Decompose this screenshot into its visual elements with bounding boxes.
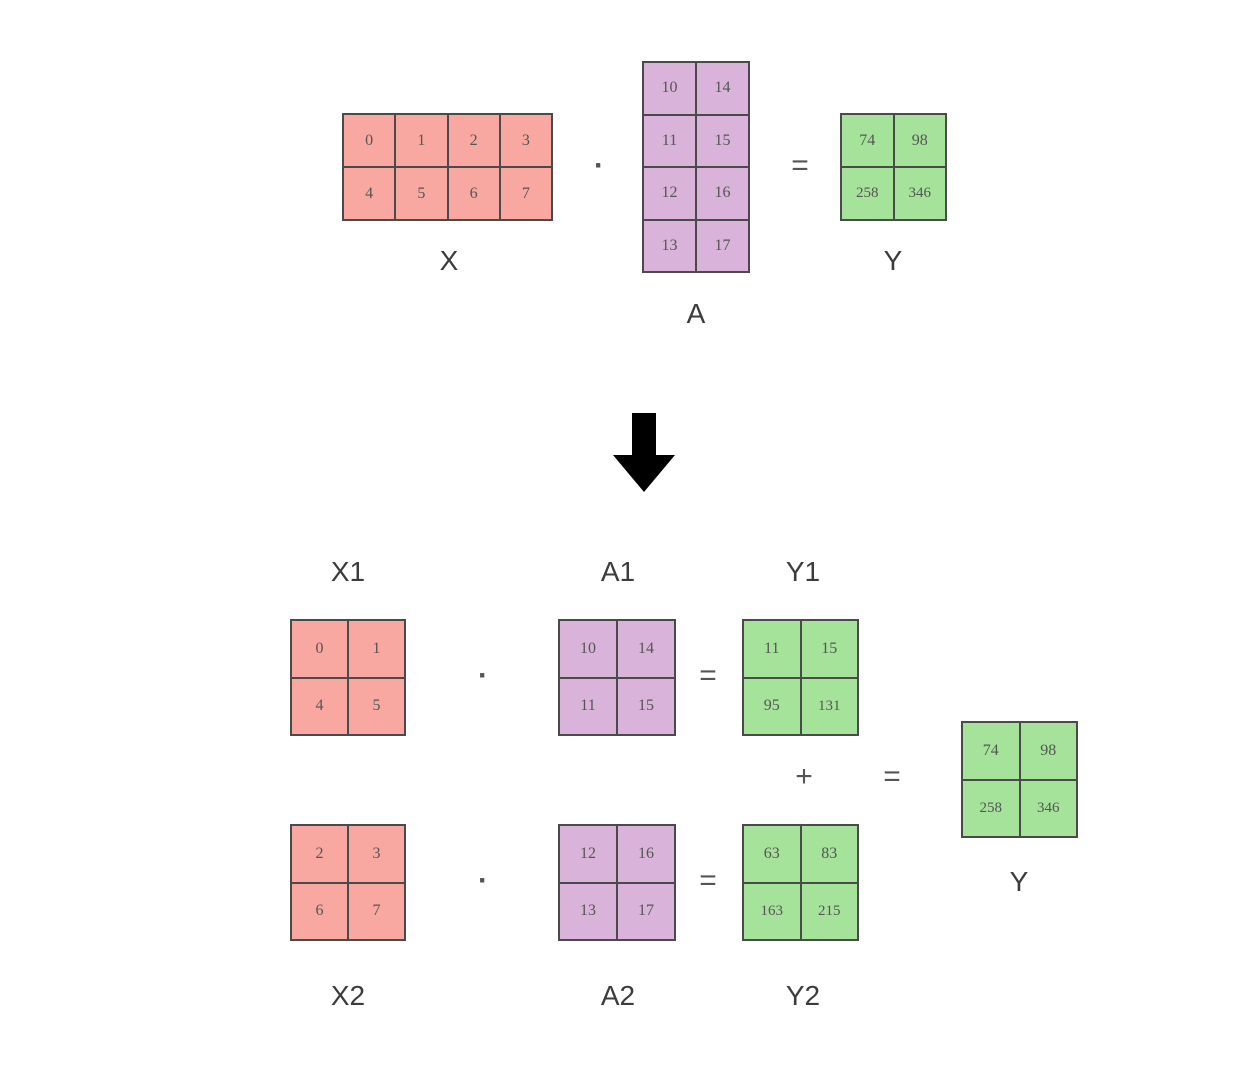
equals-operator-row1: = [699,659,717,692]
label-a: A [686,298,706,329]
matrix-cell: 346 [1020,780,1076,836]
equals-operator: = [791,149,809,182]
matrix-cell: 2 [448,115,499,166]
matrix-cell: 346 [894,168,945,219]
matrix-cell: 16 [697,168,748,219]
matrix-cell: 16 [618,826,674,882]
matrix-cell: 14 [697,63,748,114]
matrix-cell: 15 [618,678,674,734]
dot-operator-row2: · [478,864,488,897]
label-x2: X2 [330,980,366,1011]
matrix-cell: 131 [801,678,857,734]
matrix-cell: 3 [500,115,551,166]
matrix-cell: 5 [349,678,404,734]
matrix-cell: 1 [349,621,404,677]
equals-operator-sum: = [883,760,901,793]
matrix-cell: 258 [842,168,893,219]
matrix-cell: 10 [560,621,616,677]
matrix-cell: 98 [1020,723,1076,779]
matrix-cell: 6 [448,168,499,219]
matrix-cell: 4 [292,678,347,734]
down-arrow-icon [613,413,675,492]
label-x: X [439,245,459,276]
dot-operator-row1: · [478,659,488,692]
matrix-cell: 5 [396,168,447,219]
matrix-cell: 12 [560,826,616,882]
label-x1: X1 [330,556,366,587]
matrix-cell: 4 [344,168,395,219]
matrix-cell: 74 [963,723,1019,779]
label-y: Y [883,245,903,276]
label-y2: Y2 [785,980,821,1011]
matrix-cell: 11 [560,678,616,734]
matrix-cell: 11 [644,115,695,166]
matrix-cell: 15 [697,115,748,166]
equals-operator-row2: = [699,864,717,897]
matrix-cell: 2 [292,826,347,882]
matrix-cell: 7 [349,883,404,939]
matrix-cell: 13 [644,220,695,271]
matrix-cell: 17 [618,883,674,939]
label-y1: Y1 [785,556,821,587]
matrix-cell: 74 [842,115,893,166]
dot-operator: · [594,149,604,182]
plus-operator: + [795,760,813,793]
matrix-cell: 13 [560,883,616,939]
label-a1: A1 [600,556,636,587]
matrix-cell: 63 [744,826,800,882]
matrix-cell: 7 [500,168,551,219]
matrix-cell: 6 [292,883,347,939]
matrix-cell: 258 [963,780,1019,836]
label-y-result: Y [1009,866,1029,897]
matrix-cell: 215 [801,883,857,939]
matrix-cell: 0 [344,115,395,166]
matrix-cell: 163 [744,883,800,939]
matrix-cell: 83 [801,826,857,882]
matrix-cell: 98 [894,115,945,166]
label-a2: A2 [600,980,636,1011]
matrix-cell: 17 [697,220,748,271]
matrix-cell: 14 [618,621,674,677]
matrix-cell: 1 [396,115,447,166]
matrix-cell: 95 [744,678,800,734]
down-arrow-shape [613,413,675,492]
matrix-cell: 0 [292,621,347,677]
matrix-cell: 15 [801,621,857,677]
matrix-cell: 10 [644,63,695,114]
matrix-cell: 12 [644,168,695,219]
matrix-cell: 3 [349,826,404,882]
matrix-cell: 11 [744,621,800,677]
